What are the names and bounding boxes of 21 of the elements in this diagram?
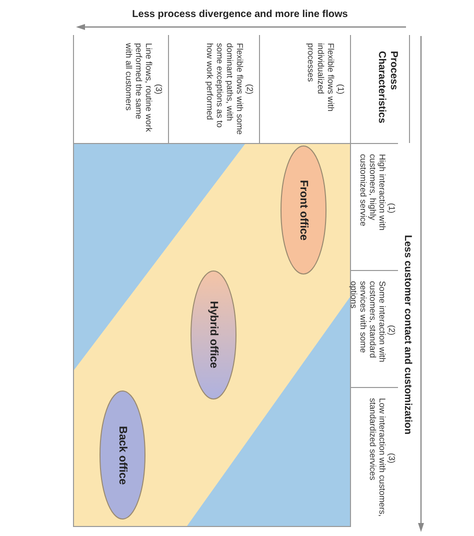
item-description: High interaction with customers, highly customized service xyxy=(358,154,386,233)
item-description: Line flows, routine work performed the same with all customers xyxy=(124,43,154,134)
item-number: (2) xyxy=(386,324,396,336)
column-heading: Process Characteristics xyxy=(375,51,399,126)
oval-label: Back office xyxy=(116,426,128,484)
item-description: Some interaction with customers, standard services with some options xyxy=(348,281,386,364)
oval-label: Hybrid office xyxy=(208,301,220,369)
item-number: (1) xyxy=(386,202,396,214)
oval xyxy=(280,145,327,275)
axis-label: Less customer contact and customization xyxy=(402,234,413,437)
oval xyxy=(99,390,146,520)
item-number: (2) xyxy=(245,84,255,94)
item-description: Flexible flows with individualized processes xyxy=(306,43,336,114)
oval-label: Front office xyxy=(298,180,310,240)
item-number: (1) xyxy=(336,84,346,94)
header-cell xyxy=(350,35,410,143)
item-number: (3) xyxy=(386,453,396,464)
item-number: (3) xyxy=(154,84,164,94)
oval xyxy=(190,270,237,400)
item-description: Low interaction with customers, standardized services xyxy=(368,398,386,519)
axis-label: Less process divergence and more line flows xyxy=(131,9,349,20)
